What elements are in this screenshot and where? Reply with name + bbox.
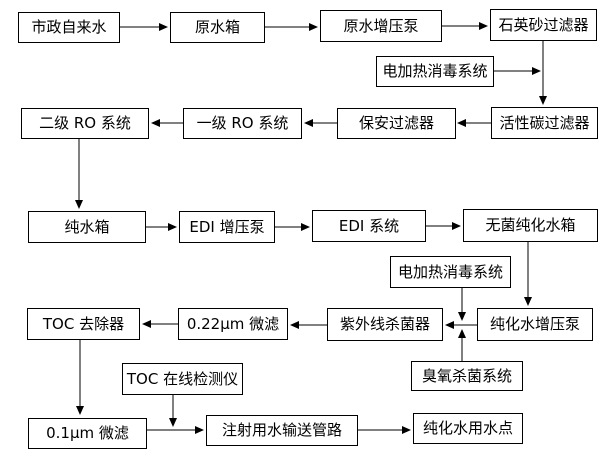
node-micro-filter-022um: 0.22μm 微滤: [178, 308, 288, 340]
node-label: 市政自来水: [31, 18, 107, 36]
node-sterile-purified-water-tank: 无菌纯化水箱: [463, 209, 598, 242]
node-edi-booster-pump: EDI 增压泵: [179, 211, 275, 243]
node-activated-carbon-filter: 活性碳过滤器: [491, 107, 598, 139]
node-uv-sterilizer: 紫外线杀菌器: [327, 308, 443, 341]
node-label: EDI 系统: [338, 216, 400, 235]
node-toc-online-analyzer: TOC 在线检测仪: [122, 363, 243, 395]
node-label: 原水增压泵: [343, 16, 419, 35]
node-label: EDI 增压泵: [189, 217, 265, 236]
node-label: 二级 RO 系统: [39, 114, 131, 132]
node-label: 臭氧杀菌系统: [421, 366, 512, 385]
node-label: 0.1μm 微滤: [46, 424, 129, 442]
node-label: 纯化水增压泵: [489, 315, 580, 333]
node-toc-remover: TOC 去除器: [27, 308, 140, 340]
node-label: 原水箱: [194, 18, 240, 36]
node-label: 电加热消毒系统: [382, 62, 488, 80]
node-ozone-sterilization-system: 臭氧杀菌系统: [411, 361, 523, 391]
node-municipal-tap-water: 市政自来水: [18, 12, 120, 43]
node-label: 保安过滤器: [358, 114, 434, 132]
node-label: TOC 在线检测仪: [126, 369, 239, 388]
node-electric-heating-disinfection-system-1: 电加热消毒系统: [376, 56, 494, 87]
node-label: 活性碳过滤器: [499, 113, 590, 132]
node-label: 石英砂过滤器: [498, 15, 589, 34]
node-purified-water-use-point: 纯化水用水点: [413, 413, 523, 444]
node-label: 纯化水用水点: [422, 419, 513, 437]
node-raw-water-booster-pump: 原水增压泵: [320, 10, 442, 42]
node-label: 无菌纯化水箱: [485, 216, 576, 234]
node-label: 0.22μm 微滤: [186, 314, 280, 333]
node-security-filter: 保安过滤器: [337, 108, 456, 139]
node-stage1-ro-system: 一级 RO 系统: [183, 108, 302, 139]
node-electric-heating-disinfection-system-2: 电加热消毒系统: [390, 256, 511, 288]
node-edi-system: EDI 系统: [312, 210, 426, 242]
node-label: 紫外线杀菌器: [339, 315, 430, 333]
node-label: 电加热消毒系统: [397, 262, 503, 281]
node-label: 一级 RO 系统: [196, 114, 289, 132]
node-label: 注射用水输送管路: [221, 421, 342, 439]
node-label: TOC 去除器: [42, 314, 125, 333]
node-injection-water-pipeline: 注射用水输送管路: [206, 415, 358, 446]
node-pure-water-tank: 纯水箱: [28, 211, 146, 243]
node-micro-filter-01um: 0.1μm 微滤: [28, 418, 147, 449]
node-quartz-sand-filter: 石英砂过滤器: [490, 9, 597, 41]
node-label: 纯水箱: [64, 217, 110, 236]
node-purified-water-booster-pump: 纯化水增压泵: [477, 308, 593, 341]
node-raw-water-tank: 原水箱: [170, 12, 265, 43]
node-stage2-ro-system: 二级 RO 系统: [21, 108, 149, 139]
